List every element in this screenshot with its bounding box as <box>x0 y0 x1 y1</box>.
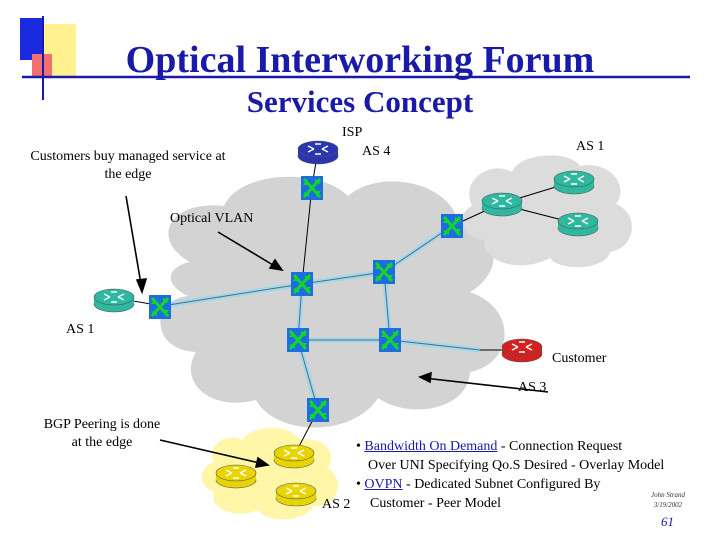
note-bandwidth-line2: Over UNI Specifying Qo.S Desired - Overl… <box>368 458 665 473</box>
router-as2-a <box>215 464 257 489</box>
router-as1-edge <box>481 192 523 217</box>
bandwidth-on-demand-link[interactable]: Bandwidth On Demand <box>364 439 498 454</box>
optical-switch-left <box>147 293 173 321</box>
router-isp <box>297 140 339 165</box>
page-number: 61 <box>661 514 674 529</box>
label-as3: AS 3 <box>518 380 547 395</box>
note-ovpn-line1: • OVPN - Dedicated Subnet Configured By <box>356 475 600 494</box>
optical-switch-core-4 <box>285 326 311 354</box>
bandwidth-rest-text: - Connection Request <box>497 439 623 454</box>
logo-blocks <box>20 16 690 100</box>
footer-date: 3/19/2002 <box>653 501 683 509</box>
router-as1-a <box>553 170 595 195</box>
page-subtitle: Services Concept <box>246 84 474 119</box>
core-network-cloud <box>160 176 505 428</box>
callout-arrows <box>125 195 549 468</box>
label-customers-buy: Customers buy managed service at the edg… <box>30 149 226 182</box>
label-as1-left: AS 1 <box>66 322 95 337</box>
footer-author: John Strand <box>650 491 686 499</box>
optical-switch-core-3 <box>439 212 465 240</box>
router-as2-b <box>275 482 317 507</box>
label-bgp-peering: BGP Peering is done at the edge <box>43 417 161 450</box>
label-optical-vlan: Optical VLAN <box>170 211 254 226</box>
optical-switch-core-5 <box>377 326 403 354</box>
ovpn-rest-text: - Dedicated Subnet Configured By <box>402 477 601 492</box>
label-isp: ISP <box>342 125 363 140</box>
router-customer <box>501 338 543 363</box>
optical-switch-core-1 <box>289 270 315 298</box>
logo-blue-block <box>20 18 44 60</box>
router-as1-left <box>93 288 135 313</box>
optical-switch-core-6 <box>305 396 331 424</box>
note-ovpn-line2: Customer - Peer Model <box>370 496 502 511</box>
label-as1-top: AS 1 <box>576 139 605 154</box>
ovpn-link[interactable]: OVPN <box>364 477 403 492</box>
optical-switch-core-2 <box>371 258 397 286</box>
label-as4: AS 4 <box>362 144 391 159</box>
note-bandwidth-line1: • Bandwidth On Demand - Connection Reque… <box>356 437 622 456</box>
router-as1-b <box>557 212 599 237</box>
label-as2: AS 2 <box>322 497 351 512</box>
label-customer: Customer <box>552 351 607 366</box>
page-title: Optical Interworking Forum <box>125 39 595 81</box>
bullet-1: • <box>356 439 361 454</box>
optical-switch-isp <box>299 174 325 202</box>
bullet-2: • <box>356 477 361 492</box>
router-as2-edge <box>273 444 315 469</box>
